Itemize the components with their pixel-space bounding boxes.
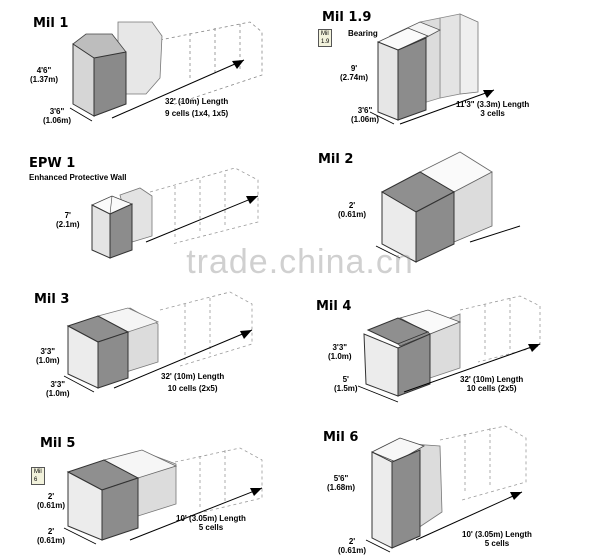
mil2-height-m: (0.61m) [338,210,367,219]
mil5-height: 2' [47,492,55,501]
mil6-width: 2' [348,537,356,546]
mil1-title: Mil 1 [33,16,69,31]
mil4-width: 5' [342,375,349,384]
epw1-height: 7' [64,211,71,220]
mil19-length-label: 11'3" (3.3m) Length 3 cells [456,100,529,118]
epw1-title: EPW 1 [29,156,76,171]
mil3-length: 32' (10m) Length [161,372,225,381]
mil3-length-label: 32' (10m) Length 10 cells (2x5) [161,372,224,393]
mil4-width-m: (1.5m) [334,384,358,393]
mil5-length-label: 10' (3.05m) Length 5 cells [176,514,246,532]
mil5-height-m: (0.61m) [37,501,66,510]
mil5-width-m: (0.61m) [37,536,66,545]
mil19-height-m: (2.74m) [340,73,369,82]
mil1-height: 4'6" [36,66,52,75]
mil19-width-m: (1.06m) [351,115,380,124]
mil19-cells: 3 cells [480,109,505,118]
mil19-height: 9' [350,64,358,73]
mil3-cells: 10 cells (2x5) [167,384,218,393]
mil19-width: 3'6" [357,106,373,115]
mil2-height-label: 2' (0.61m) [338,201,366,219]
mil1-width: 3'6" [49,107,65,116]
mil4-height-label: 3'3" (1.0m) [328,343,352,361]
epw1-height-label: 7' (2.1m) [56,211,80,229]
mil6-length: 10' (3.05m) Length [462,530,532,539]
mil5-width: 2' [47,527,55,536]
watermark: trade.china.cn [186,243,414,281]
mil6-length-label: 10' (3.05m) Length 5 cells [462,530,532,548]
mil4-cells: 10 cells (2x5) [466,384,517,393]
mil4-length: 32' (10m) Length [460,375,524,384]
mil5-height-label: 2' (0.61m) [37,492,65,510]
mil2-height: 2' [348,201,356,210]
mil1-length: 32' (10m) Length [165,97,229,106]
mil1-height-label: 4'6" (1.37m) [30,66,58,84]
mil5-title: Mil 5 [40,436,76,451]
mil6-width-label: 2' (0.61m) [338,537,366,555]
mil1-width-label: 3'6" (1.06m) [43,107,71,125]
mil6-height-label: 5'6" (1.68m) [327,474,355,492]
mil4-length-label: 32' (10m) Length 10 cells (2x5) [460,375,523,393]
mil5-width-label: 2' (0.61m) [37,527,65,545]
mil3-width-label: 3'3" (1.0m) [46,380,70,398]
epw1-height-m: (2.1m) [56,220,80,229]
mil6-height: 5'6" [333,474,349,483]
mil3-height-m: (1.0m) [36,356,60,365]
mil19-badge: Mil 1.9 [318,29,333,47]
mil4-height-m: (1.0m) [328,352,352,361]
mil2-title: Mil 2 [318,152,354,167]
mil5-cells: 5 cells [198,523,224,532]
mil4-title: Mil 4 [316,299,352,314]
mil5-length: 10' (3.05m) Length [176,514,246,523]
mil3-width-m: (1.0m) [46,389,70,398]
mil4-height: 3'3" [332,343,348,352]
mil19-subtitle: Bearing [348,29,378,38]
mil3-title: Mil 3 [34,292,70,307]
mil6-title: Mil 6 [323,430,359,445]
mil6-cells: 5 cells [484,539,510,548]
mil1-length-label: 32' (10m) Length 9 cells (1x4, 1x5) [165,97,228,118]
mil19-length: 11'3" (3.3m) Length [456,100,530,109]
mil1-height-m: (1.37m) [30,75,59,84]
mil6-height-m: (1.68m) [327,483,356,492]
mil19-title: Mil 1.9 [322,10,372,25]
mil3-width: 3'3" [50,380,66,389]
mil19-height-label: 9' (2.74m) [340,64,368,82]
mil1-cells: 9 cells (1x4, 1x5) [165,109,229,118]
mil19-width-label: 3'6" (1.06m) [351,106,379,124]
mil3-height: 3'3" [40,347,56,356]
mil4-width-label: 5' (1.5m) [334,375,358,393]
mil5-badge: Mil 6 [31,467,45,485]
mil3-height-label: 3'3" (1.0m) [36,347,60,365]
epw1-subtitle: Enhanced Protective Wall [29,173,127,182]
mil1-width-m: (1.06m) [43,116,72,125]
mil6-width-m: (0.61m) [338,546,367,555]
